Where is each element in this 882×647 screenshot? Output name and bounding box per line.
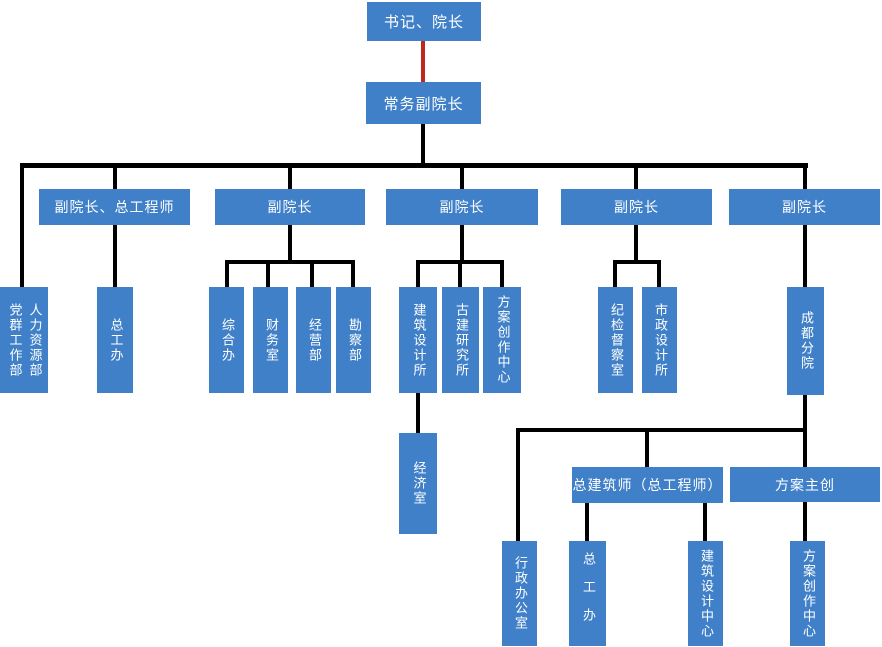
- connector-lead-to-scc2: [803, 502, 807, 541]
- node-secretary-president: 书记、院长: [367, 2, 481, 41]
- connector-drop-vp2: [460, 163, 464, 189]
- connector-drop-vp3: [634, 163, 638, 189]
- node-chief-engineer-office-2: 总工办: [569, 541, 606, 646]
- connector-drop-admin-office: [516, 428, 520, 541]
- connector-ca-to-ceo2: [585, 503, 589, 541]
- node-business-dept: 经营部: [296, 287, 331, 393]
- connector-vp2-down: [460, 225, 464, 262]
- node-ancient-architecture-institute: 古建研究所: [442, 287, 479, 393]
- node-scheme-creation-center-2: 方案创作中心: [790, 541, 825, 646]
- node-party-mass-hr: 党群工作部 人力资源部: [0, 287, 48, 393]
- connector-drop-survey: [351, 260, 355, 287]
- node-vp-2: 副院长: [386, 189, 538, 225]
- node-finance-office: 财务室: [253, 287, 288, 393]
- node-scheme-lead: 方案主创: [730, 467, 880, 502]
- connector-vp4-to-chengdu: [803, 225, 807, 287]
- node-architectural-design-institute: 建筑设计所: [399, 287, 437, 393]
- node-municipal-design-institute: 市政设计所: [642, 287, 677, 393]
- node-chief-architect: 总建筑师（总工程师）: [572, 467, 723, 503]
- connector-drop-municipal: [657, 260, 661, 287]
- connector-drop-discipline: [613, 260, 617, 287]
- node-discipline-inspection-office: 纪检督察室: [598, 287, 633, 393]
- connector-drop-vp1: [288, 163, 292, 189]
- connector-main-horizontal: [20, 163, 808, 168]
- connector-vp3-horizontal: [613, 260, 661, 264]
- connector-drop-ancient-arch: [458, 260, 462, 287]
- node-chief-engineer-office: 总工办: [97, 287, 133, 393]
- connector-drop-chief-architect: [645, 428, 649, 467]
- connector-drop-general-office: [225, 260, 229, 287]
- node-vp-3: 副院长: [561, 189, 712, 225]
- connector-drop-arch-design: [416, 260, 420, 287]
- connector-secretary-to-evp-red: [421, 41, 425, 82]
- node-executive-vice-president: 常务副院长: [366, 82, 481, 124]
- connector-chengdu-horizontal: [516, 428, 807, 432]
- connector-archdesign-to-economy: [416, 393, 420, 433]
- connector-vp3-down: [634, 225, 638, 262]
- node-architectural-design-center: 建筑设计中心: [688, 541, 723, 646]
- connector-drop-finance: [266, 260, 270, 287]
- node-hr-dept-label: 人力资源部: [26, 302, 42, 378]
- connector-drop-business: [310, 260, 314, 287]
- connector-drop-vpce: [113, 163, 117, 189]
- node-scheme-creation-center: 方案创作中心: [483, 287, 521, 393]
- connector-drop-partymass: [20, 163, 24, 287]
- node-economy-office: 经济室: [399, 433, 437, 534]
- node-party-mass-dept-label: 党群工作部: [6, 302, 22, 378]
- connector-vp1-horizontal: [225, 260, 355, 264]
- connector-drop-vp4: [803, 163, 807, 189]
- node-general-office: 综合办: [209, 287, 244, 393]
- node-admin-office: 行政办公室: [502, 541, 537, 646]
- connector-vp1-down: [288, 225, 292, 262]
- connector-vpce-to-ceo: [113, 225, 117, 287]
- connector-evp-down: [421, 124, 425, 166]
- node-vp-chief-engineer: 副院长、总工程师: [39, 189, 190, 225]
- connector-drop-scheme-center: [500, 260, 504, 287]
- node-survey-dept: 勘察部: [336, 287, 371, 393]
- node-vp-4: 副院长: [729, 189, 880, 225]
- node-vp-1: 副院长: [215, 189, 365, 225]
- connector-ca-to-adc: [703, 503, 707, 541]
- node-chengdu-branch: 成都分院: [787, 287, 824, 395]
